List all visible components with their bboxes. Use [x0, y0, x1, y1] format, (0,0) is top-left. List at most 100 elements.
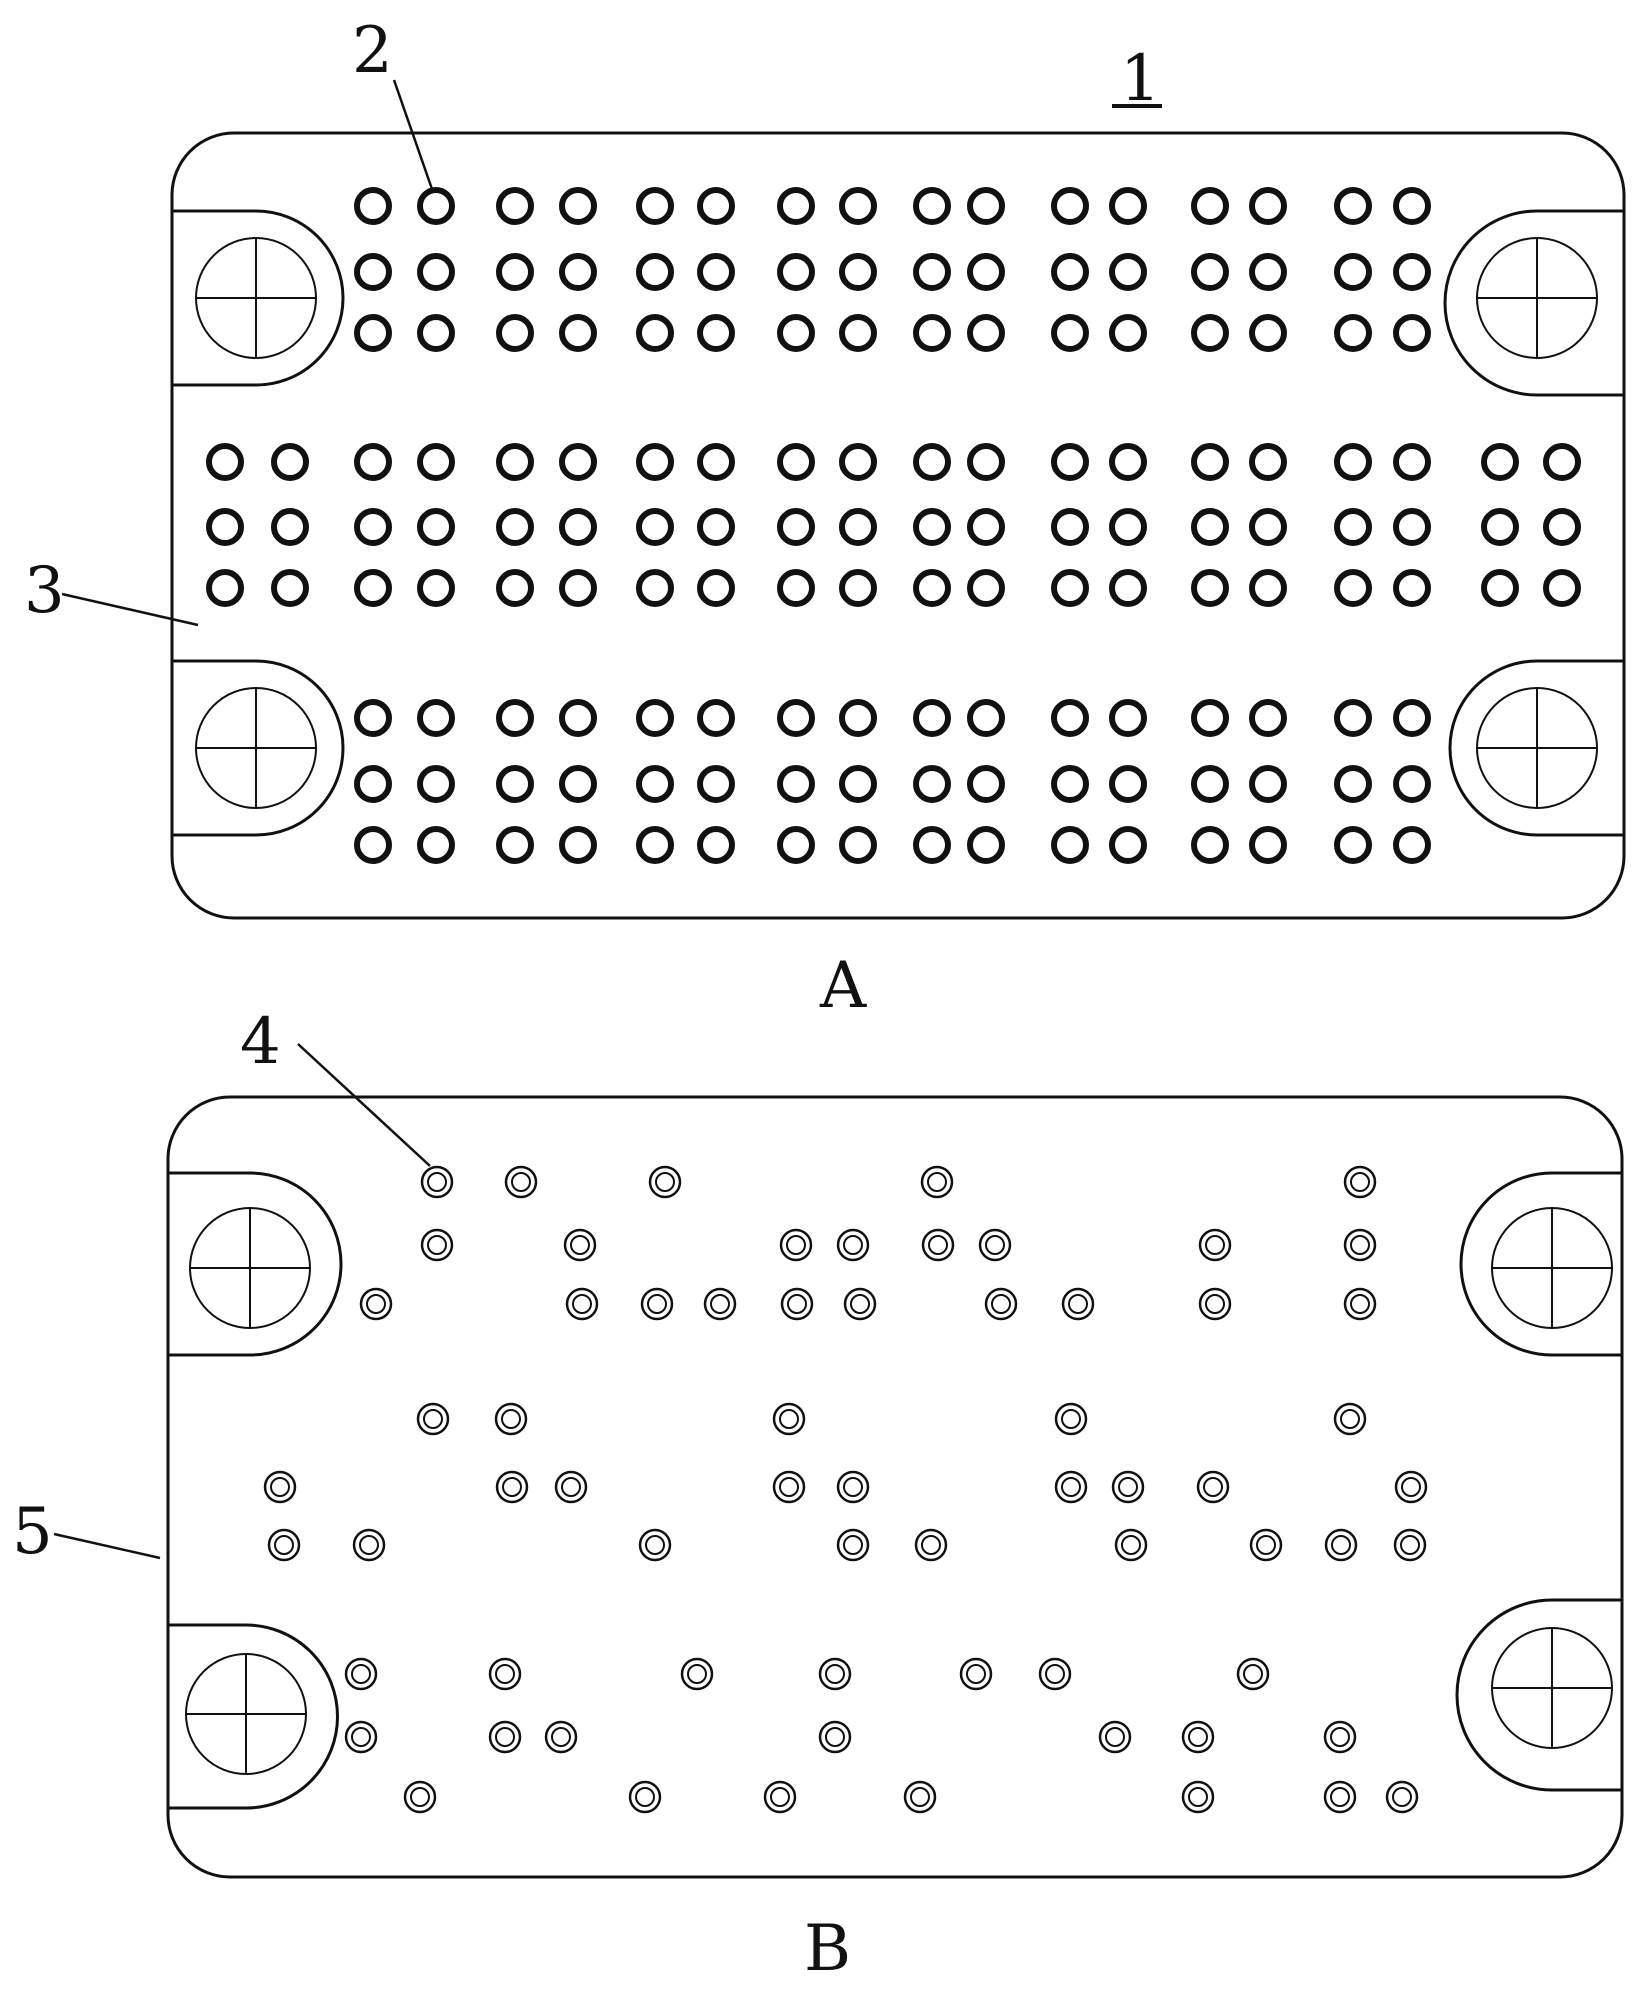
small-hole-outer-ring: [1183, 1782, 1213, 1812]
small-hole-inner-ring: [428, 1173, 446, 1191]
small-hole-outer-ring: [506, 1167, 536, 1197]
pin-hole-icon: [842, 511, 874, 543]
small-hole-inner-ring: [275, 1536, 293, 1554]
small-hole-icon: [905, 1782, 935, 1812]
pin-hole-icon: [420, 829, 452, 861]
pin-hole-icon: [1252, 446, 1284, 478]
small-hole-icon: [630, 1782, 660, 1812]
pin-hole-icon: [1054, 256, 1086, 288]
small-hole-inner-ring: [1244, 1665, 1262, 1683]
small-hole-icon: [1113, 1472, 1143, 1502]
pin-hole-icon: [562, 829, 594, 861]
pin-hole-icon: [970, 702, 1002, 734]
pin-hole-icon: [499, 256, 531, 288]
pin-hole-icon: [357, 446, 389, 478]
pin-hole-icon: [1194, 702, 1226, 734]
small-hole-icon: [1100, 1722, 1130, 1752]
small-hole-outer-ring: [765, 1782, 795, 1812]
small-hole-inner-ring: [787, 1236, 805, 1254]
pin-hole-icon: [970, 256, 1002, 288]
pin-hole-icon: [1396, 702, 1428, 734]
small-hole-inner-ring: [562, 1478, 580, 1496]
small-hole-outer-ring: [650, 1167, 680, 1197]
small-hole-icon: [1183, 1722, 1213, 1752]
pin-hole-icon: [916, 317, 948, 349]
small-hole-outer-ring: [961, 1659, 991, 1689]
pin-hole-icon: [842, 317, 874, 349]
ref-label-2: 2: [352, 14, 393, 88]
small-hole-icon: [405, 1782, 435, 1812]
small-hole-outer-ring: [1113, 1472, 1143, 1502]
pin-hole-icon: [1396, 190, 1428, 222]
small-hole-inner-ring: [360, 1536, 378, 1554]
small-hole-inner-ring: [1062, 1410, 1080, 1428]
small-hole-outer-ring: [265, 1472, 295, 1502]
small-hole-icon: [650, 1167, 680, 1197]
pin-hole-icon: [780, 829, 812, 861]
small-hole-icon: [1395, 1530, 1425, 1560]
pin-hole-icon: [274, 446, 306, 478]
pin-hole-icon: [1054, 768, 1086, 800]
pin-hole-icon: [1112, 702, 1144, 734]
small-hole-inner-ring: [929, 1236, 947, 1254]
plate-b-mounting-tabs: [168, 1173, 1622, 1808]
small-hole-inner-ring: [648, 1295, 666, 1313]
small-hole-inner-ring: [1331, 1728, 1349, 1746]
small-hole-icon: [986, 1289, 1016, 1319]
pin-hole-icon: [780, 190, 812, 222]
pin-hole-icon: [700, 572, 732, 604]
small-hole-inner-ring: [512, 1173, 530, 1191]
pin-hole-icon: [1194, 190, 1226, 222]
small-hole-outer-ring: [922, 1167, 952, 1197]
pin-hole-icon: [1252, 190, 1284, 222]
pin-hole-icon: [1252, 317, 1284, 349]
pin-hole-icon: [780, 511, 812, 543]
small-hole-inner-ring: [1189, 1728, 1207, 1746]
small-hole-icon: [682, 1659, 712, 1689]
small-hole-inner-ring: [496, 1728, 514, 1746]
small-hole-icon: [1325, 1782, 1355, 1812]
small-hole-icon: [1063, 1289, 1093, 1319]
small-hole-icon: [490, 1659, 520, 1689]
small-hole-inner-ring: [1119, 1478, 1137, 1496]
pin-hole-icon: [916, 511, 948, 543]
pin-hole-icon: [700, 317, 732, 349]
mounting-tab-outline: [168, 1625, 338, 1808]
pin-hole-icon: [970, 768, 1002, 800]
small-hole-outer-ring: [1116, 1530, 1146, 1560]
pin-hole-icon: [562, 256, 594, 288]
small-hole-inner-ring: [1046, 1665, 1064, 1683]
small-hole-inner-ring: [711, 1295, 729, 1313]
pin-hole-icon: [1337, 572, 1369, 604]
small-hole-inner-ring: [826, 1728, 844, 1746]
small-hole-icon: [496, 1404, 526, 1434]
small-hole-outer-ring: [1396, 1472, 1426, 1502]
view-a-label: A: [819, 949, 867, 1023]
pin-hole-icon: [420, 702, 452, 734]
pin-hole-icon: [842, 829, 874, 861]
small-hole-outer-ring: [1040, 1659, 1070, 1689]
pin-hole-icon: [1054, 190, 1086, 222]
pin-hole-icon: [1396, 446, 1428, 478]
small-hole-icon: [923, 1230, 953, 1260]
pin-hole-icon: [1337, 768, 1369, 800]
small-hole-outer-ring: [905, 1782, 935, 1812]
pin-hole-icon: [1337, 190, 1369, 222]
pin-hole-icon: [970, 829, 1002, 861]
pin-hole-icon: [1054, 446, 1086, 478]
pin-hole-icon: [1396, 511, 1428, 543]
small-hole-inner-ring: [573, 1295, 591, 1313]
small-hole-outer-ring: [490, 1659, 520, 1689]
pin-hole-icon: [639, 572, 671, 604]
pin-hole-icon: [499, 572, 531, 604]
small-hole-outer-ring: [418, 1404, 448, 1434]
small-hole-inner-ring: [1393, 1788, 1411, 1806]
small-hole-outer-ring: [346, 1722, 376, 1752]
small-hole-icon: [556, 1472, 586, 1502]
small-hole-inner-ring: [1204, 1478, 1222, 1496]
small-hole-inner-ring: [922, 1536, 940, 1554]
pin-hole-icon: [916, 829, 948, 861]
small-hole-outer-ring: [361, 1289, 391, 1319]
pin-hole-icon: [970, 317, 1002, 349]
